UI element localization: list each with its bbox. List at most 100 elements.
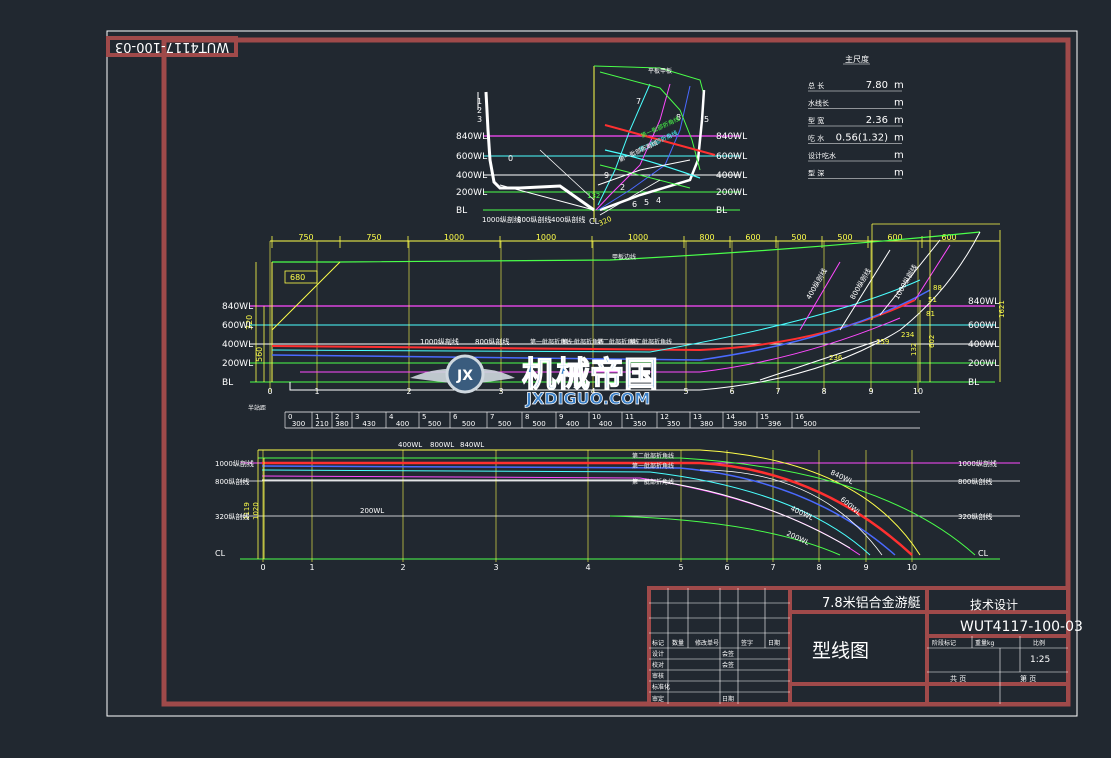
- svg-text:校对: 校对: [652, 661, 664, 669]
- plan-station-number: 10: [907, 563, 917, 572]
- svg-text:5: 5: [644, 198, 649, 207]
- dimension-label: 800: [699, 233, 714, 242]
- svg-text:2: 2: [620, 183, 625, 192]
- svg-text:7: 7: [636, 97, 641, 106]
- svg-text:CL: CL: [978, 549, 989, 558]
- svg-text:共 页: 共 页: [950, 674, 966, 683]
- svg-text:甲板边线: 甲板边线: [612, 253, 636, 261]
- svg-text:主尺度: 主尺度: [845, 54, 869, 64]
- svg-text:1020: 1020: [252, 502, 260, 520]
- design-stage: 技术设计: [970, 598, 1018, 612]
- svg-text:2: 2: [477, 106, 482, 115]
- particular-unit: m: [894, 133, 904, 144]
- plan-station-number: 8: [816, 563, 821, 572]
- svg-text:5: 5: [704, 115, 709, 124]
- station-number: 9: [868, 387, 873, 396]
- svg-text:BL: BL: [716, 206, 727, 216]
- svg-text:400WL: 400WL: [968, 340, 999, 350]
- offset-value: 396: [768, 420, 782, 428]
- offset-value: 400: [566, 420, 579, 428]
- svg-text:第一舭部折角线: 第一舭部折角线: [530, 338, 572, 346]
- offset-index: 16: [795, 413, 804, 421]
- svg-text:3: 3: [477, 115, 482, 124]
- svg-text:BL: BL: [456, 206, 467, 216]
- gear-logo-icon: [445, 354, 485, 394]
- svg-text:159: 159: [876, 338, 889, 346]
- offset-index: 4: [389, 413, 394, 421]
- svg-text:800WL: 800WL: [430, 441, 454, 449]
- svg-text:第一舭部折角线: 第一舭部折角线: [617, 139, 658, 164]
- svg-text:标准化: 标准化: [652, 683, 670, 691]
- particular-unit: m: [894, 80, 904, 91]
- svg-text:51: 51: [928, 296, 937, 304]
- offset-value: 500: [498, 420, 511, 428]
- particular-value: 0.56(1.32): [836, 133, 888, 144]
- svg-text:日期: 日期: [768, 639, 780, 647]
- svg-text:234: 234: [901, 331, 915, 339]
- dimension-label: 600: [745, 233, 760, 242]
- dimension-label: 500: [837, 233, 852, 242]
- svg-text:200WL: 200WL: [222, 359, 253, 369]
- particular-label: 型 深: [808, 169, 824, 178]
- svg-text:400纵剖线: 400纵剖线: [551, 215, 585, 224]
- svg-text:会签: 会签: [722, 661, 734, 669]
- offset-value: 500: [428, 420, 441, 428]
- particular-value: 2.36: [866, 115, 888, 126]
- svg-text:320纵剖线: 320纵剖线: [958, 512, 992, 521]
- svg-text:602: 602: [928, 335, 936, 348]
- station-number: 0: [267, 387, 272, 396]
- scale: 1:25: [1030, 655, 1050, 665]
- svg-text:1119: 1119: [243, 502, 251, 520]
- offset-index: 15: [760, 413, 769, 421]
- svg-text:840WL: 840WL: [829, 469, 854, 487]
- offset-index: 11: [625, 413, 634, 421]
- offset-index: 5: [422, 413, 426, 421]
- svg-text:数量: 数量: [672, 639, 684, 647]
- svg-text:第一舭部折角线: 第一舭部折角线: [562, 338, 604, 346]
- svg-text:200WL: 200WL: [360, 507, 384, 515]
- svg-text:400WL: 400WL: [398, 441, 422, 449]
- svg-text:88: 88: [933, 284, 942, 292]
- particular-label: 吃 水: [808, 134, 824, 143]
- svg-text:600WL: 600WL: [222, 321, 253, 331]
- drawing-frame: [161, 37, 1071, 707]
- svg-text:840WL: 840WL: [716, 132, 747, 142]
- svg-text:600WL: 600WL: [968, 321, 999, 331]
- svg-text:CL: CL: [589, 217, 600, 226]
- svg-text:236: 236: [829, 354, 843, 362]
- offset-index: 0: [288, 413, 292, 421]
- svg-text:400WL: 400WL: [222, 340, 253, 350]
- particular-label: 型 宽: [808, 116, 824, 125]
- station-number: 3: [498, 387, 503, 396]
- particular-label: 设计吃水: [808, 151, 836, 160]
- project-name: 7.8米铝合金游艇: [822, 595, 921, 611]
- watermark: JX 机械帝国 JXDIGUO.COM: [410, 354, 659, 408]
- svg-text:第二舭部折角线: 第二舭部折角线: [632, 452, 674, 460]
- particular-label: 水线长: [808, 99, 829, 108]
- svg-text:JXDIGUO.COM: JXDIGUO.COM: [525, 389, 650, 408]
- offset-value: 210: [315, 420, 328, 428]
- offset-index: 13: [693, 413, 702, 421]
- offset-value: 430: [362, 420, 375, 428]
- dimension-label: 750: [298, 233, 313, 242]
- svg-text:CL: CL: [215, 549, 226, 558]
- svg-text:JX: JX: [456, 368, 473, 384]
- svg-text:机械帝国: 机械帝国: [522, 355, 658, 395]
- station-number: 5: [683, 387, 688, 396]
- offset-value: 400: [396, 420, 409, 428]
- svg-text:签字: 签字: [741, 639, 753, 647]
- particular-unit: m: [894, 115, 904, 126]
- offset-index: 7: [490, 413, 494, 421]
- plan-station-number: 1: [309, 563, 314, 572]
- offset-index: 1: [315, 413, 319, 421]
- svg-text:第 页: 第 页: [1020, 674, 1036, 683]
- offset-index: 6: [453, 413, 458, 421]
- svg-text:81: 81: [926, 310, 935, 318]
- title-block: 标记 数量 修改单号 签字 日期 设计 校对 审核 标准化 审定 会签 会签 日…: [647, 586, 1083, 706]
- offset-index: 9: [559, 413, 563, 421]
- svg-text:132: 132: [587, 192, 600, 200]
- svg-text:600WL: 600WL: [716, 152, 747, 162]
- station-number: 6: [729, 387, 734, 396]
- offset-value: 500: [803, 420, 816, 428]
